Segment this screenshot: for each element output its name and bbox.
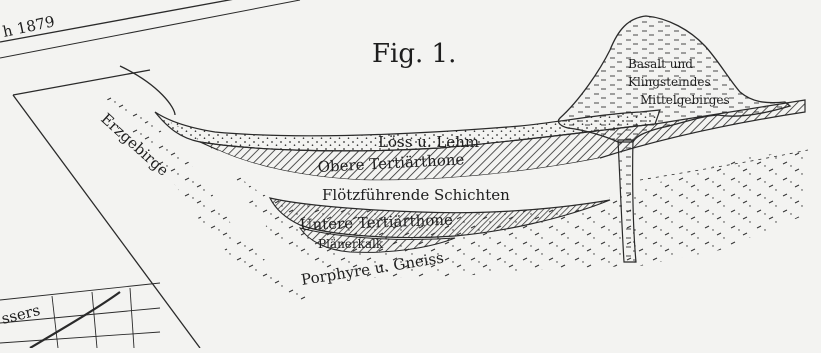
page-corner-header: h 1879 — [0, 0, 300, 58]
planer-label: Plänerkalk — [318, 237, 384, 251]
basalt-label-line1: Basalt und — [628, 57, 693, 71]
loess-label: Löss u. Lehm — [378, 133, 479, 151]
basalt-label-line2: Klingsteindes — [628, 75, 711, 89]
coal-strata-label: Flötzführende Schichten — [322, 186, 510, 204]
basalt-label-line3: Mittelgebirges — [640, 93, 730, 107]
margin-fragment-label: ssers — [0, 301, 42, 328]
bottom-left-grid-fragment: ssers — [0, 283, 160, 348]
figure-title: Fig. 1. — [372, 39, 456, 69]
